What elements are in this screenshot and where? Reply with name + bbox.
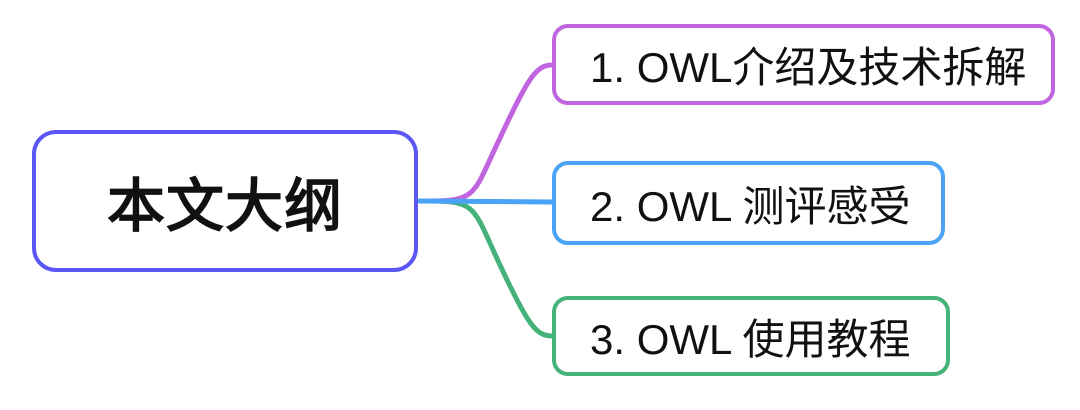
connector-purple-branch-1 xyxy=(417,62,555,204)
mindmap-branch-node-3[interactable]: 3. OWL 使用教程 xyxy=(552,296,950,376)
mindmap-branch-node-2[interactable]: 2. OWL 测评感受 xyxy=(552,161,945,245)
mindmap-root-node[interactable]: 本文大纲 xyxy=(32,130,418,272)
connector-blue-branch-2 xyxy=(417,198,555,205)
root-node-label: 本文大纲 xyxy=(106,174,343,239)
branch-node-3-label: 3. OWL 使用教程 xyxy=(590,315,911,363)
branch-node-2-label: 2. OWL 测评感受 xyxy=(590,182,911,230)
connector-green-branch-3 xyxy=(417,198,555,339)
branch-node-1-label: 1. OWL介绍及技术拆解 xyxy=(590,44,1027,91)
mindmap-branch-node-1[interactable]: 1. OWL介绍及技术拆解 xyxy=(552,24,1055,105)
